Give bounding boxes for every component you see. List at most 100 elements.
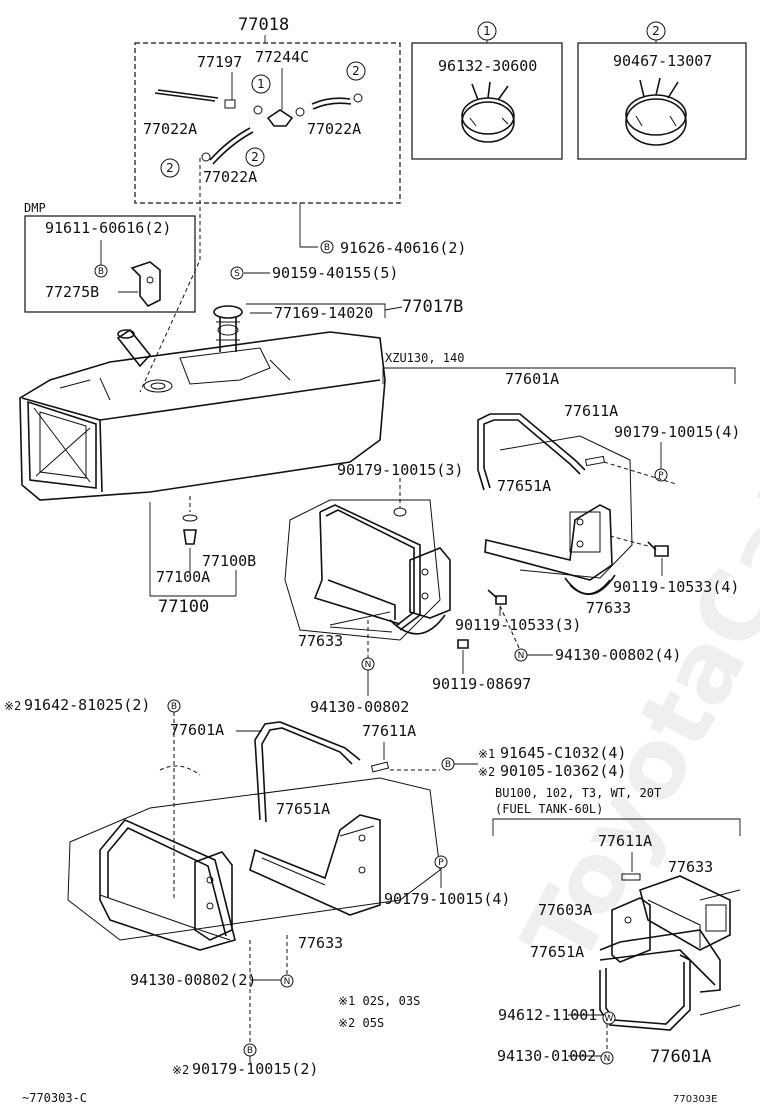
lower-label-77651a: 77651A	[276, 800, 330, 818]
circle-2-icon	[160, 158, 180, 178]
xzu-label-90119-4: 90119-10533(4)	[613, 578, 739, 596]
label-77197: 77197	[197, 53, 242, 71]
bu-badge-n: N	[604, 1054, 611, 1064]
lower-mark2-91642: ※2	[4, 699, 21, 713]
xzu-bolt-icon	[457, 639, 469, 649]
bu-title-line2: (FUEL TANK-60L)	[495, 802, 603, 816]
bu-title-line1: BU100, 102, T3, WT, 20T	[495, 786, 661, 800]
leader-77017b	[384, 306, 403, 311]
connector-77197	[224, 99, 236, 109]
drain-plug-icon	[183, 529, 197, 545]
clamp-icon	[201, 152, 211, 162]
bu-bolt-icon	[621, 873, 641, 881]
xzu-label-90179-4: 90179-10015(4)	[614, 423, 740, 441]
label-77169: 77169-14020	[274, 304, 373, 322]
lower-badge-b-3: B	[247, 1046, 253, 1056]
bu-label-77611a: 77611A	[598, 832, 652, 850]
lower-bracket-77633-icon	[194, 851, 233, 941]
lower-badge-b-2: B	[445, 760, 451, 770]
circle-2-label: 2	[251, 150, 259, 164]
xzu-bracket-77651a-icon	[484, 504, 616, 595]
label-77022a-right: 77022A	[307, 120, 361, 138]
hose-bottom	[209, 127, 251, 161]
circle-1-label: 1	[257, 77, 265, 91]
bu-tank-edge	[699, 889, 741, 1016]
hose-bottom-edge	[212, 131, 254, 165]
bracket-77275b-icon	[118, 261, 161, 308]
bu-bracket-77651a-icon	[599, 929, 721, 993]
lower-label-90105: 90105-10362(4)	[500, 762, 626, 780]
xzu-guide-5	[499, 605, 521, 651]
bu-label-77651a: 77651A	[530, 943, 584, 961]
option-1-number: 1	[483, 24, 491, 38]
xzu-tank-outline	[499, 435, 633, 579]
lower-label-77633: 77633	[298, 934, 343, 952]
label-77100: 77100	[158, 597, 209, 617]
lower-strap-77601a-icon	[254, 721, 390, 823]
dmp-bolt-label: 91611-60616(2)	[45, 219, 171, 237]
label-77017b: 77017B	[402, 297, 463, 317]
dmp-box	[24, 215, 196, 313]
badge-n-icon	[280, 974, 294, 988]
xzu-label-77633-left: 77633	[298, 632, 343, 650]
leader-91626	[299, 203, 318, 248]
bu-label-77633: 77633	[668, 858, 713, 876]
circle-2-label: 2	[352, 64, 360, 78]
bracket-77017b	[246, 303, 386, 318]
lower-mark2-90179: ※2	[172, 1063, 189, 1077]
xzu-label-94130-4: 94130-00802(4)	[555, 646, 681, 664]
circle-2-label: 2	[166, 161, 174, 175]
xzu-strap-left-icon	[313, 504, 421, 631]
guide-hose-to-tank	[139, 158, 201, 393]
badge-w-icon	[602, 1011, 616, 1025]
label-77022a-left: 77022A	[143, 120, 197, 138]
xzu-label-77601a: 77601A	[505, 370, 559, 388]
circle-1-icon	[251, 74, 271, 94]
footer-left-code: ~770303-C	[22, 1091, 87, 1105]
hose-left	[154, 92, 216, 102]
dmp-bracket-label: 77275B	[45, 283, 99, 301]
xzu-label-90179-3: 90179-10015(3)	[337, 461, 463, 479]
hose-group-box	[134, 42, 401, 204]
fuel-gauge-unit-icon	[213, 305, 243, 352]
xzu-title: XZU130, 140	[385, 351, 464, 365]
xzu-label-90119-08697: 90119-08697	[432, 675, 531, 693]
bu-badge-w: W	[605, 1014, 614, 1024]
xzu-label-77651a: 77651A	[497, 477, 551, 495]
lower-note-1: ※1 02S, 03S	[338, 994, 420, 1008]
bu-label-94612: 94612-11001	[498, 1006, 597, 1024]
xzu-badge-n: N	[365, 660, 372, 670]
lower-label-90179-4: 90179-10015(4)	[384, 890, 510, 908]
label-77100b: 77100B	[202, 552, 256, 570]
clamp-90467-icon	[625, 77, 687, 146]
label-77100a: 77100A	[156, 568, 210, 586]
hose-right	[311, 97, 351, 105]
lower-badge-n: N	[284, 977, 291, 987]
lower-label-94130-2: 94130-00802(2)	[130, 971, 256, 989]
hose-right-edge	[312, 102, 352, 110]
badge-s-90159: S	[234, 269, 240, 279]
bu-label-77603a: 77603A	[538, 901, 592, 919]
lower-label-91642: 91642-81025(2)	[24, 696, 150, 714]
badge-n-icon	[600, 1051, 614, 1065]
xzu-leader-77633-left	[329, 611, 393, 633]
dmp-title: DMP	[24, 201, 46, 215]
lower-badge-b: B	[171, 702, 177, 712]
lower-mark2: ※2	[478, 765, 495, 779]
connector-77244c	[266, 109, 294, 127]
xzu-tank-outline-left	[284, 499, 441, 641]
xzu-label-77611a: 77611A	[564, 402, 618, 420]
label-77018: 77018	[238, 15, 289, 35]
xzu-guide-2	[603, 461, 677, 485]
xzu-badge-n-2: N	[518, 651, 525, 661]
lower-label-90179-2: 90179-10015(2)	[192, 1060, 318, 1078]
bu-strap-77601a-icon	[599, 954, 691, 1031]
lower-bracket-77651a-icon	[249, 814, 381, 916]
lower-tank-outline	[67, 777, 441, 941]
xzu-bolt-icon	[487, 589, 507, 605]
bu-bracket-77603a-icon	[611, 897, 651, 963]
xzu-bolt-icon	[647, 541, 669, 557]
label-77022a-bottom: 77022A	[203, 168, 257, 186]
lower-mark1: ※1	[478, 747, 495, 761]
xzu-label-94130: 94130-00802	[310, 698, 409, 716]
